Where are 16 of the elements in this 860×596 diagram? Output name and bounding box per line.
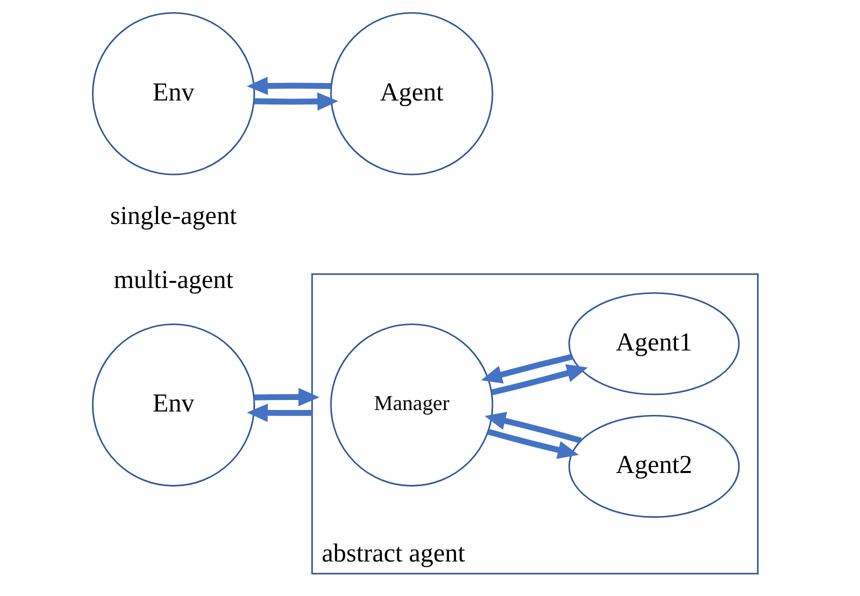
node-circle: Env — [92, 323, 256, 487]
node-circle: Env — [92, 12, 256, 176]
arrow — [487, 428, 579, 459]
arrow — [246, 404, 312, 422]
arrow — [484, 412, 582, 444]
label: multi-agent — [114, 264, 234, 294]
label: single-agent — [110, 201, 237, 230]
node-circle: Manager — [330, 323, 494, 487]
arrow — [491, 364, 588, 396]
arrow — [481, 354, 572, 384]
node-ellipse: Agent1 — [568, 292, 740, 396]
node-circle: Agent — [330, 12, 494, 176]
arrow — [254, 92, 338, 111]
node-ellipse: Agent2 — [568, 414, 740, 518]
arrow — [254, 388, 320, 406]
arrow — [246, 76, 332, 96]
